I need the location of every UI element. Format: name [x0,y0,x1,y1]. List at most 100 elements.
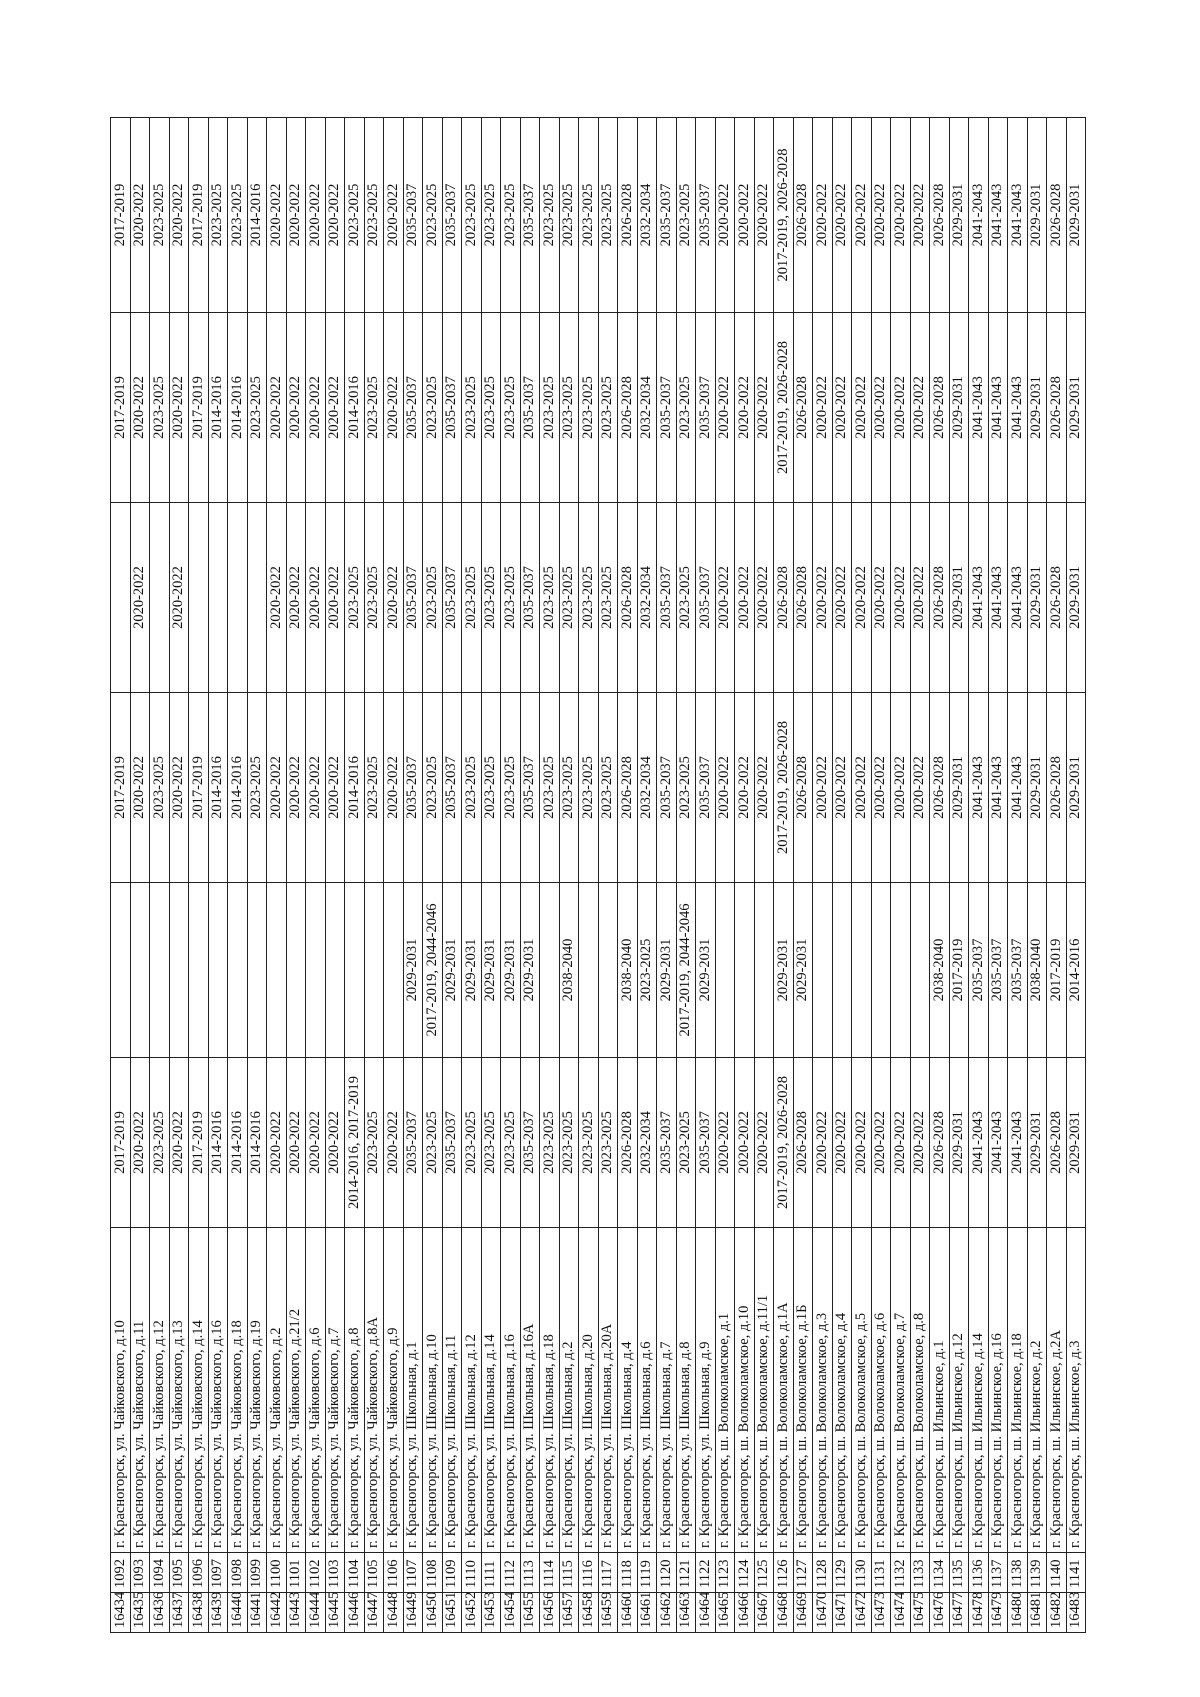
row-number-cell: 16482 [1046,1592,1066,1633]
period-cell-4: 2020-2022 [325,502,345,693]
period-cell-1: 2020-2022 [890,1057,910,1228]
period-cell-4 [227,502,247,693]
period-cell-5: 2026-2028 [617,312,637,503]
period-cell-2: 2029-2031 [442,882,462,1058]
period-cell-2: 2038-2040 [929,882,949,1058]
object-number-cell: 1109 [442,1552,462,1593]
address-cell: г. Красногорск, ул. Чайковского, д.14 [188,1227,208,1553]
period-cell-6: 2023-2025 [422,117,442,313]
period-cell-5: 2035-2037 [403,312,423,503]
object-number-cell: 1117 [598,1552,618,1593]
period-cell-4: 2035-2037 [403,502,423,693]
row-number-cell: 16474 [890,1592,910,1633]
period-cell-4: 2035-2037 [656,502,676,693]
period-cell-6: 2023-2025 [227,117,247,313]
period-cell-5: 2020-2022 [910,312,930,503]
period-cell-2: 2017-2019, 2044-2046 [676,882,696,1058]
period-cell-3: 2020-2022 [305,692,325,883]
object-number-cell: 1094 [149,1552,169,1593]
period-cell-3: 2023-2025 [559,692,579,883]
period-cell-4 [247,502,267,693]
object-number-cell: 1116 [578,1552,598,1593]
period-cell-2: 2014-2016 [1066,882,1086,1058]
period-cell-1: 2020-2022 [130,1057,150,1228]
address-cell: г. Красногорск, ул. Школьная, д.16 [500,1227,520,1553]
object-number-cell: 1137 [988,1552,1008,1593]
period-cell-2: 2017-2019 [949,882,969,1058]
row-number-cell: 16463 [676,1592,696,1633]
object-number-cell: 1113 [520,1552,540,1593]
period-cell-3: 2029-2031 [1066,692,1086,883]
period-cell-4: 2020-2022 [734,502,754,693]
period-cell-4 [149,502,169,693]
period-cell-1: 2020-2022 [832,1057,852,1228]
period-cell-2 [832,882,852,1058]
period-cell-4: 2029-2031 [1027,502,1047,693]
address-cell: г. Красногорск, ш. Ильинское, д.14 [968,1227,988,1553]
period-cell-2 [325,882,345,1058]
object-number-cell: 1096 [188,1552,208,1593]
period-cell-6: 2041-2043 [988,117,1008,313]
row-number-cell: 16443 [286,1592,306,1633]
period-cell-4: 2020-2022 [754,502,774,693]
address-cell: г. Красногорск, ул. Школьная, д.11 [442,1227,462,1553]
period-cell-1: 2026-2028 [793,1057,813,1228]
period-cell-5: 2026-2028 [793,312,813,503]
period-cell-2 [871,882,891,1058]
period-cell-6: 2035-2037 [442,117,462,313]
row-number-cell: 16437 [169,1592,189,1633]
period-cell-6: 2023-2025 [149,117,169,313]
period-cell-5: 2020-2022 [890,312,910,503]
period-cell-5: 2023-2025 [598,312,618,503]
row-number-cell: 16448 [383,1592,403,1633]
address-cell: г. Красногорск, ул. Чайковского, д.10 [110,1227,130,1553]
period-cell-2: 2038-2040 [559,882,579,1058]
period-cell-3: 2020-2022 [871,692,891,883]
period-cell-6: 2020-2022 [169,117,189,313]
object-number-cell: 1127 [793,1552,813,1593]
period-cell-1: 2017-2019 [110,1057,130,1228]
period-cell-3: 2023-2025 [422,692,442,883]
object-number-cell: 1110 [461,1552,481,1593]
period-cell-1: 2023-2025 [539,1057,559,1228]
period-cell-3: 2041-2043 [1007,692,1027,883]
period-cell-6: 2020-2022 [286,117,306,313]
period-cell-1: 2035-2037 [695,1057,715,1228]
row-number-cell: 16435 [130,1592,150,1633]
period-cell-3: 2014-2016 [227,692,247,883]
period-cell-4: 2023-2025 [461,502,481,693]
row-number-cell: 16476 [929,1592,949,1633]
row-number-cell: 16441 [247,1592,267,1633]
period-cell-1: 2035-2037 [656,1057,676,1228]
period-cell-5: 2014-2016 [344,312,364,503]
period-cell-5: 2023-2025 [247,312,267,503]
period-cell-3: 2023-2025 [149,692,169,883]
period-cell-5: 2023-2025 [481,312,501,503]
row-number-cell: 16481 [1027,1592,1047,1633]
period-cell-3: 2017-2019, 2026-2028 [773,692,793,883]
period-cell-3: 2023-2025 [247,692,267,883]
period-cell-4: 2020-2022 [890,502,910,693]
period-cell-6: 2029-2031 [1027,117,1047,313]
period-cell-4: 2041-2043 [968,502,988,693]
period-cell-2: 2017-2019, 2044-2046 [422,882,442,1058]
period-cell-3: 2014-2016 [208,692,228,883]
period-cell-4: 2020-2022 [383,502,403,693]
address-cell: г. Красногорск, ш. Волоколамское, д.1Б [793,1227,813,1553]
period-cell-6: 2023-2025 [344,117,364,313]
period-cell-5: 2020-2022 [851,312,871,503]
period-cell-2 [734,882,754,1058]
address-cell: г. Красногорск, ш. Волоколамское, д.11/1 [754,1227,774,1553]
row-number-cell: 16464 [695,1592,715,1633]
row-number-cell: 16458 [578,1592,598,1633]
period-cell-4: 2020-2022 [851,502,871,693]
period-cell-6: 2020-2022 [910,117,930,313]
